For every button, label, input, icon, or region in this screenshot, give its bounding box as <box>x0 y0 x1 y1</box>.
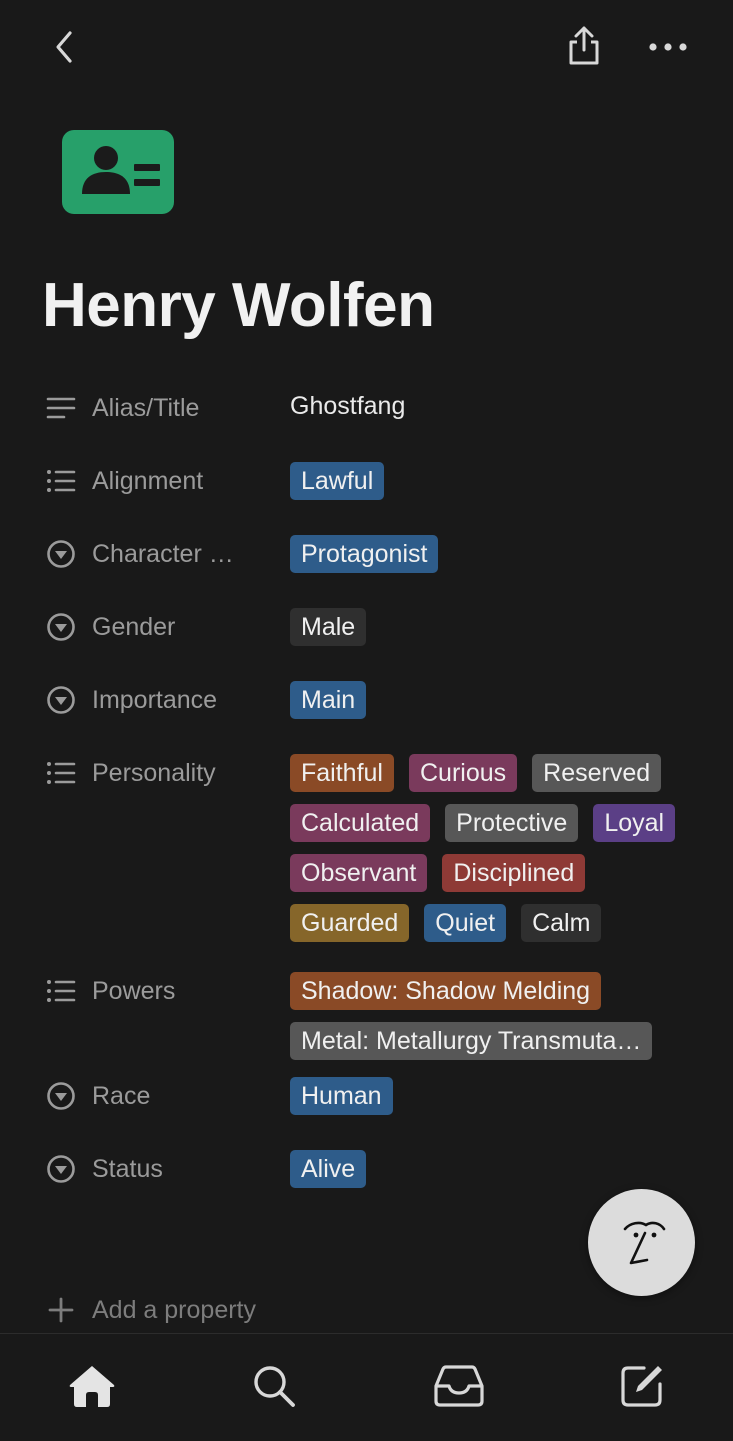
page-icon[interactable] <box>62 130 174 214</box>
tag[interactable]: Calm <box>521 904 602 942</box>
tag[interactable]: Reserved <box>532 754 662 792</box>
inbox-icon <box>434 1365 484 1407</box>
bulleted-list-icon <box>46 976 76 1006</box>
tag[interactable]: Alive <box>290 1150 367 1188</box>
property-label[interactable]: Gender <box>0 591 290 663</box>
tag[interactable]: Lawful <box>290 462 385 500</box>
more-button[interactable] <box>640 26 696 68</box>
property-label[interactable]: Alias/Title <box>0 372 290 444</box>
tag[interactable]: Observant <box>290 854 428 892</box>
property-label[interactable]: Importance <box>0 664 290 736</box>
search-icon <box>254 1366 295 1407</box>
bottom-nav <box>0 1333 733 1441</box>
more-horizontal-icon <box>649 43 687 51</box>
home-icon <box>69 1366 115 1407</box>
tag[interactable]: Protagonist <box>290 535 439 573</box>
share-button[interactable] <box>560 22 608 70</box>
select-circle-icon <box>46 685 76 715</box>
page-title[interactable]: Henry Wolfen <box>42 271 435 340</box>
property-label[interactable]: Alignment <box>0 445 290 517</box>
property-label[interactable]: Character … <box>0 518 290 590</box>
property-label-text: Character … <box>92 539 234 568</box>
tag[interactable]: Quiet <box>424 904 507 942</box>
property-value[interactable]: Human <box>290 1060 690 1115</box>
ai-assistant-button[interactable] <box>588 1189 695 1296</box>
tag[interactable]: Shadow: Shadow Melding <box>290 972 602 1010</box>
property-label-text: Status <box>92 1154 163 1183</box>
tag[interactable]: Disciplined <box>442 854 586 892</box>
compose-icon <box>621 1366 662 1407</box>
property-value[interactable]: Main <box>290 664 690 719</box>
plus-icon <box>48 1297 74 1323</box>
select-circle-icon <box>46 612 76 642</box>
back-button[interactable] <box>44 26 84 68</box>
property-row: Importance Main <box>0 664 733 737</box>
text-lines-icon <box>46 393 76 423</box>
property-value[interactable]: Male <box>290 591 690 646</box>
tag[interactable]: Guarded <box>290 904 410 942</box>
notion-ai-face-icon <box>623 1221 665 1264</box>
nav-inbox[interactable] <box>431 1358 487 1414</box>
property-label-text: Importance <box>92 685 218 714</box>
nav-home[interactable] <box>64 1358 120 1414</box>
nav-search[interactable] <box>246 1358 302 1414</box>
property-label-text: Personality <box>92 758 216 787</box>
bulleted-list-icon <box>46 758 76 788</box>
tag[interactable]: Calculated <box>290 804 431 842</box>
property-value[interactable]: Alive <box>290 1133 690 1188</box>
tag[interactable]: Protective <box>445 804 579 842</box>
add-property-button[interactable]: Add a property <box>46 1288 256 1332</box>
property-label-text: Race <box>92 1081 151 1110</box>
property-label-text: Powers <box>92 976 176 1005</box>
property-label-text: Gender <box>92 612 176 641</box>
property-label-text: Alias/Title <box>92 393 200 422</box>
select-circle-icon <box>46 1154 76 1184</box>
tag[interactable]: Human <box>290 1077 393 1115</box>
tag[interactable]: Metal: Metallurgy Transmuta… <box>290 1022 653 1060</box>
select-circle-icon <box>46 539 76 569</box>
tag[interactable]: Faithful <box>290 754 394 792</box>
property-label[interactable]: Race <box>0 1060 290 1132</box>
share-icon <box>569 26 599 65</box>
tag[interactable]: Male <box>290 608 367 646</box>
top-bar <box>0 0 733 94</box>
property-row: Race Human <box>0 1060 733 1133</box>
property-label-text: Alignment <box>92 466 204 495</box>
chevron-left-icon <box>56 31 72 63</box>
property-label[interactable]: Status <box>0 1133 290 1205</box>
property-row: Alignment Lawful <box>0 445 733 518</box>
contact-card-icon <box>82 146 160 194</box>
bulleted-list-icon <box>46 466 76 496</box>
property-row: Status Alive <box>0 1133 733 1206</box>
tag[interactable]: Curious <box>408 754 518 792</box>
nav-new-page[interactable] <box>614 1358 670 1414</box>
property-value[interactable]: Ghostfang <box>290 392 406 420</box>
property-value[interactable]: Lawful <box>290 445 690 500</box>
property-row: Alias/Title Ghostfang <box>0 372 733 445</box>
property-row: Gender Male <box>0 591 733 664</box>
property-row: Character … Protagonist <box>0 518 733 591</box>
select-circle-icon <box>46 1081 76 1111</box>
property-value[interactable]: Protagonist <box>290 518 690 573</box>
tag[interactable]: Main <box>290 681 367 719</box>
tag[interactable]: Loyal <box>593 804 676 842</box>
add-property-label: Add a property <box>92 1295 256 1324</box>
property-label[interactable]: Powers <box>0 955 290 1027</box>
property-label[interactable]: Personality <box>0 737 290 809</box>
